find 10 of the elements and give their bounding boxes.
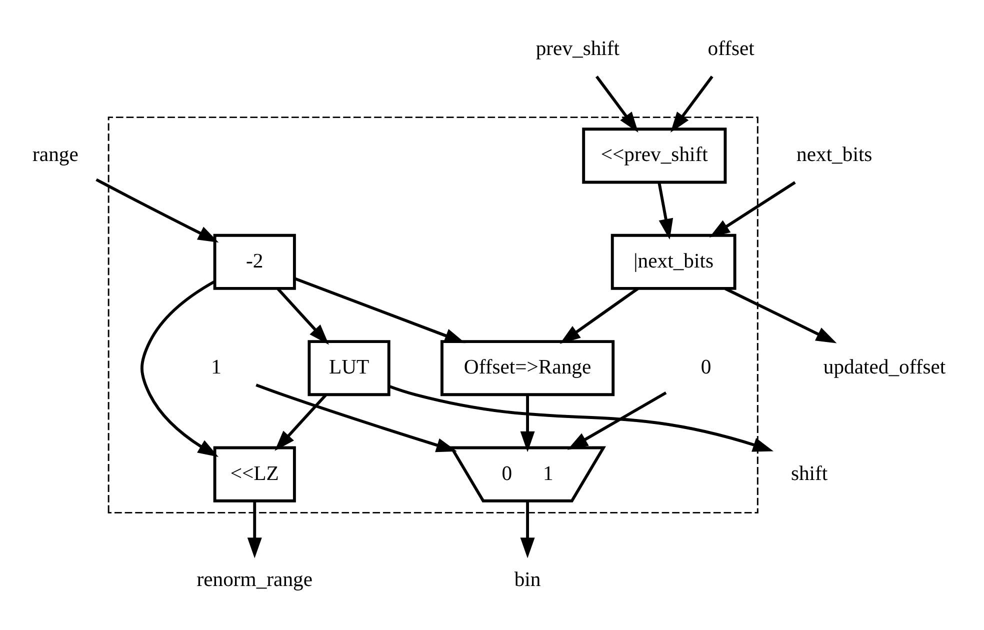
- node-text: next_bits: [796, 144, 872, 166]
- node-text: 1: [210, 356, 221, 379]
- node-text: updated_offset: [822, 356, 946, 379]
- node-text: prev_shift: [535, 38, 620, 60]
- node-text: renorm_range: [196, 568, 312, 591]
- node-text: 0: [700, 356, 711, 379]
- node-text: bin: [514, 568, 540, 591]
- node-text: shift: [790, 462, 828, 485]
- node-text: range: [32, 144, 78, 166]
- node-text: offset: [707, 38, 754, 60]
